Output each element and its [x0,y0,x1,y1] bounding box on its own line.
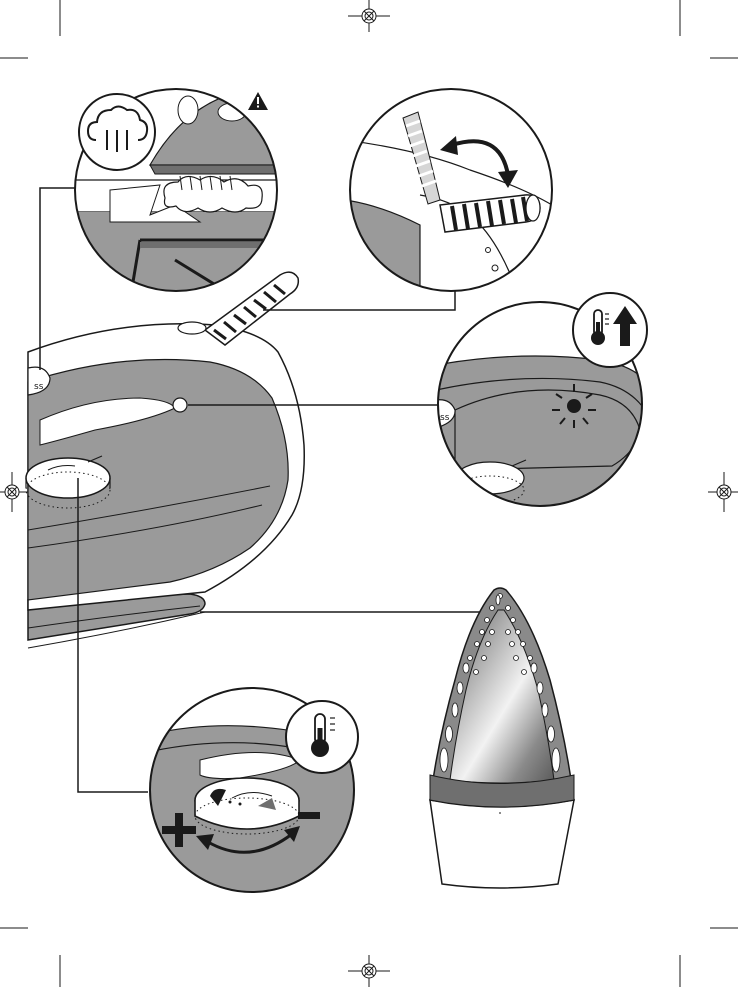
temperature-up-arrow-icon [573,293,647,367]
steam-cloud-icon [79,94,155,170]
registration-mark-icon [348,0,390,32]
temperature-dial-detail [148,686,358,896]
svg-text:ss: ss [440,413,450,423]
iron-main-view: ss [26,272,304,648]
cord-swivel-detail [345,85,560,300]
registration-mark-icon [708,472,738,512]
svg-text:ss: ss [34,382,44,392]
minus-icon [298,812,320,819]
thermometer-icon [286,701,358,773]
steam-ironing-detail [70,85,290,300]
warning-triangle-icon [248,92,268,110]
soleplate-view [430,588,574,888]
registration-mark-icon [348,955,390,987]
thermostat-light-detail: ss [436,293,647,510]
registration-mark-icon [0,472,28,512]
